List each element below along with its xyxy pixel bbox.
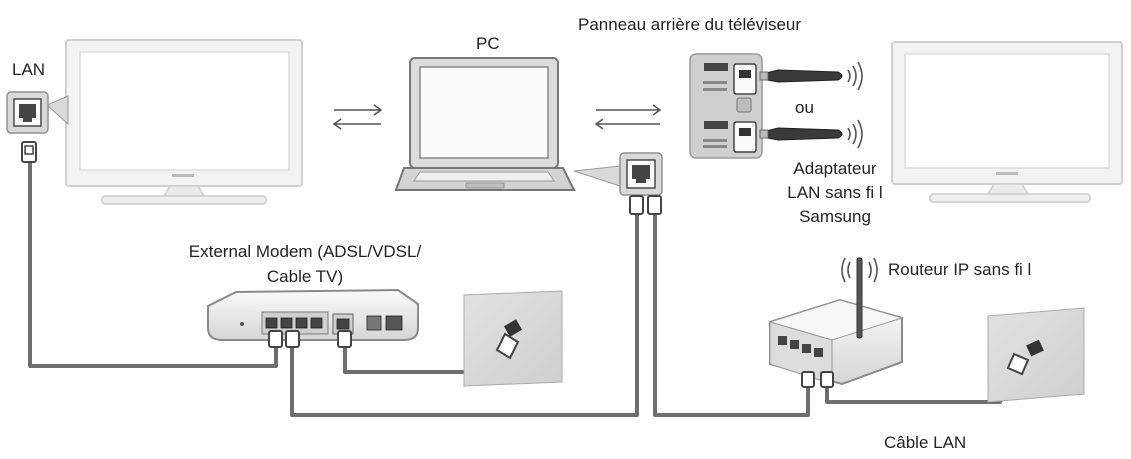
wireless-ip-router [768,257,904,388]
adapter-label-line-3: Samsung [799,207,871,226]
pc-lan-port [573,152,663,215]
external-modem [207,288,419,348]
modem-label: External Modem (ADSL/VDSL/ Cable TV) [170,239,440,289]
cables [28,162,1017,417]
pc-label: PC [476,34,500,53]
router-label: Routeur IP sans fi l [888,260,1032,279]
modem-label-line-2: Cable TV) [266,267,344,286]
router-plugs [801,371,834,388]
adapter-label-line-1: Adaptateur [793,159,877,178]
wireless-lan-adapters [759,61,863,149]
adapter-label-line-2: LAN sans fi l [787,183,883,202]
left-tv [65,39,303,205]
right-tv [891,41,1123,203]
modem-label-line-1: External Modem (ADSL/VDSL/ [188,242,422,261]
modem-plugs [268,330,352,348]
cable-pc-to-router [653,200,810,417]
adapter-label: Adaptateur LAN sans fi l Samsung [770,157,900,229]
router-ports [778,336,823,357]
wall-socket-modem [463,290,563,387]
lan-label: LAN [12,60,46,79]
router-wifi-waves-icon [841,257,878,283]
left-tv-lan-port [6,91,69,163]
arrows-pc-panel [594,104,662,130]
cable-tv-to-modem [28,162,278,368]
ou-label: ou [795,98,814,117]
arrows-tv-pc [332,104,383,130]
tv-rear-panel-label: Panneau arrière du téléviseur [578,15,802,34]
wall-socket-router [987,307,1085,403]
cable-modem-to-pc [290,200,639,417]
cable-lan-label: Câble LAN [884,433,967,452]
tv-rear-panel [689,53,763,159]
pc-laptop [394,57,576,191]
wifi-waves-icon [847,61,863,149]
